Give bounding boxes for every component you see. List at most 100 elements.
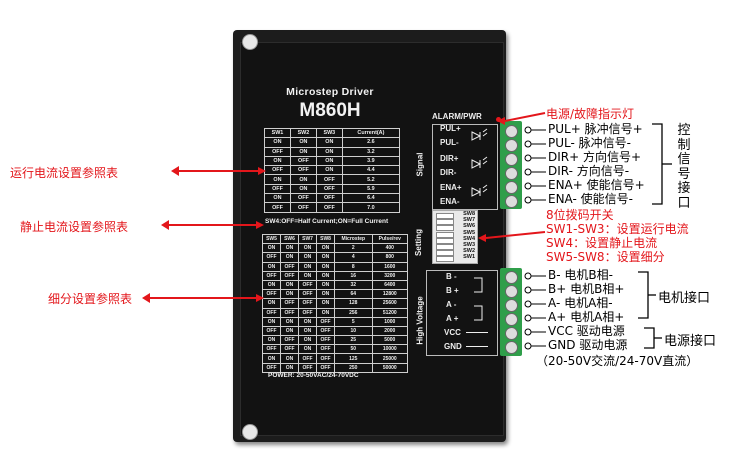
power-range-label: （20-50V交流/24-70V直流） [536,354,699,368]
pin-pul-minus: PUL- [440,138,459,147]
dip-switch-label: SW3 [463,241,475,248]
motor-terminal-labels: B- 电机B相- B+ 电机B相+ A- 电机A相- A+ 电机A相+ VCC … [548,268,627,352]
sw4-half-current-note: SW4:OFF=Half Current;ON=Full Current [265,218,389,225]
alarm-pwr-label: ALARM/PWR [432,112,482,121]
dip-switch-label: SW5 [463,229,475,236]
dip-switch-toggle[interactable] [436,243,454,250]
terminal-screw[interactable] [505,195,518,208]
optocoupler-symbols [471,128,488,197]
dip-switch-toggle[interactable] [436,213,454,219]
motor-bracket [638,271,649,319]
signal-label-pul-plus: PUL+ 脉冲信号+ [548,122,643,136]
pin-dir-plus: DIR+ [440,154,459,163]
signal-label-ena-plus: ENA+ 使能信号+ [548,178,645,192]
pin-b-plus: B + [446,286,459,295]
mounting-hole-top [242,34,258,50]
dip-switch-toggle[interactable] [436,219,454,226]
power-label-vcc: VCC 驱动电源 [548,324,625,338]
dip-switch-label: SW1 [463,254,475,261]
dip-switch-toggle[interactable] [436,256,454,263]
microstep-callout: 细分设置参照表 [48,292,133,306]
power-label-gnd: GND 驱动电源 [548,338,628,352]
terminal-screw[interactable] [505,285,518,298]
terminal-screw[interactable] [505,125,518,138]
dip-switch-label: SW6 [463,223,475,230]
power-fault-indicator-callout: 电源/故障指示灯 [546,107,635,121]
dip-switch-toggle[interactable] [436,250,454,257]
terminal-screw[interactable] [505,299,518,312]
dip-switch-callout: 8位拨码开关 SW1-SW3：设置运行电流 SW4：设置静止电流 SW5-SW8… [546,208,689,264]
signal-label-ena-minus: ENA- 使能信号- [548,192,633,206]
motor-label-b-minus: B- 电机B相- [548,268,613,282]
dip-switch-label: SW4 [463,235,475,242]
terminal-screw[interactable] [505,139,518,152]
pin-a-plus: A + [446,314,459,323]
dip-switch-label: SW8 [463,211,475,217]
signal-group-box [432,124,498,210]
mounting-hole-bottom [242,424,258,440]
power-motor-terminal-block[interactable] [500,268,522,356]
dip-switch-row[interactable]: SW8 [433,211,477,219]
microstep-cell: 2 [334,243,373,254]
motor-label-a-minus: A- 电机A相- [548,296,613,310]
pin-pul-plus: PUL+ [440,124,461,133]
terminal-screw[interactable] [505,327,518,340]
dip-switch-row[interactable]: SW7 [433,217,477,226]
pin-vcc: VCC [444,328,461,337]
dip-switch-title: 8位拨码开关 [546,208,614,222]
dip-switch-sw5-sw8: SW5-SW8：设置细分 [546,250,665,264]
terminal-screw[interactable] [505,181,518,194]
high-voltage-box [426,270,498,356]
terminal-screw[interactable] [505,167,518,180]
current-cell: 7.0 [341,202,401,213]
power-interface-label: 电源接口 [664,334,717,349]
motor-label-a-plus: A+ 电机A相+ [548,310,625,324]
dip-switch-row[interactable]: SW4 [433,235,477,244]
dip-switch-row[interactable]: SW6 [433,223,477,232]
signal-terminal-block[interactable] [500,121,522,209]
pin-a-minus: A - [446,300,457,309]
dip-switch-label: SW7 [463,217,475,224]
terminal-screw[interactable] [505,313,518,326]
dip-switch-toggle[interactable] [436,237,454,244]
dip-switch-row[interactable]: SW5 [433,229,477,238]
signal-label-pul-minus: PUL- 脉冲信号- [548,136,631,150]
dip-switch-row[interactable]: SW1 [433,254,477,263]
motor-interface-label: 电机接口 [658,291,711,306]
dip-switch-row[interactable]: SW2 [433,248,477,257]
microstep-header: Pulse/rev [371,233,409,245]
running-current-callout: 运行电流设置参照表 [10,166,119,180]
terminal-screw[interactable] [505,341,518,354]
vcc-line [466,332,488,333]
pin-ena-plus: ENA+ [440,183,462,192]
pin-gnd: GND [444,342,462,351]
dip-switch-sw4: SW4：设置静止电流 [546,236,658,250]
product-subtitle: Microstep Driver [286,86,374,98]
signal-bracket [652,123,663,205]
dip-switch-toggle[interactable] [436,231,454,238]
gnd-line [466,346,488,347]
pin-ena-minus: ENA- [440,197,460,206]
power-bracket [644,327,655,349]
terminal-screw[interactable] [505,153,518,166]
dip-switch-label: SW2 [463,248,475,255]
power-rating-label: POWER: 20-50VAC/24-70VDC [268,372,359,379]
dip-switch-toggle[interactable] [436,225,454,232]
signal-label-dir-minus: DIR- 方向信号- [548,164,630,178]
terminal-screw[interactable] [505,271,518,284]
microstep-cell: 250 [334,362,373,373]
pin-dir-minus: DIR- [440,168,457,177]
signal-label-dir-plus: DIR+ 方向信号+ [548,150,642,164]
signal-terminal-labels: PUL+ 脉冲信号+ PUL- 脉冲信号- DIR+ 方向信号+ DIR- 方向… [548,122,645,206]
dip-switch-row[interactable]: SW3 [433,241,477,250]
